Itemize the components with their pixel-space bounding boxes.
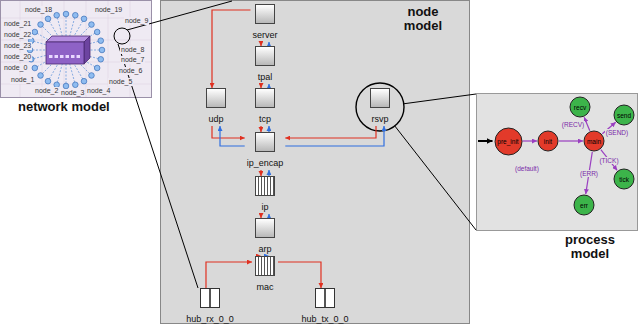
station-name: node_18 (24, 6, 53, 14)
module-name: server (252, 30, 277, 41)
module-icon (255, 46, 275, 66)
model-panel: pre_init init main recv send tick err process m… (476, 93, 638, 261)
station-name: node_23 (3, 42, 32, 50)
module-box: tpal (252, 46, 278, 84)
module-name: arp (258, 244, 271, 255)
stream-line (278, 262, 321, 288)
station-name: node_0 (3, 64, 28, 72)
module-name: hub_rx_0_0 (186, 314, 234, 324)
station-name: node_8 (120, 46, 145, 54)
transition-label: (default) (514, 165, 540, 172)
state-name: err (580, 202, 588, 209)
state-name: recv (574, 104, 586, 111)
module-box: ip_encap (245, 132, 286, 170)
station-name: node_2 (34, 87, 59, 95)
module-box: ip (252, 176, 278, 214)
network-stations (27, 11, 105, 89)
transition-label: (ERR) (579, 170, 599, 177)
station-name: node_19 (94, 6, 123, 14)
module-icon (255, 218, 275, 238)
model-panel: node model server tpal udp tcp rsvp ip_encapip… (160, 0, 470, 324)
transition-label: (SEND) (605, 129, 629, 136)
state-circle: tick (613, 168, 635, 190)
panel-ground (1, 1, 152, 98)
module-name: tcp (259, 114, 271, 125)
module-icon (255, 88, 275, 108)
station-name: node_21 (3, 20, 32, 28)
map-grid (1, 1, 151, 97)
module-name: rsvp (371, 114, 388, 125)
module-icon (200, 288, 220, 308)
state-circle: send (613, 104, 635, 126)
module-icon (255, 176, 275, 196)
zoom-callout (114, 1, 476, 288)
panel-ground (477, 94, 638, 231)
stream-line (285, 126, 384, 146)
module-box: hub_rx_0_0 (184, 288, 236, 324)
station-name: node_5 (108, 78, 133, 86)
state-name: main (587, 138, 601, 145)
station-name: node_7 (120, 56, 145, 64)
hub-icon (46, 36, 90, 64)
state-name: tick (619, 176, 629, 183)
panel-title: node model (388, 5, 458, 33)
station-name: node_9 (124, 17, 149, 25)
stream-line (212, 126, 245, 138)
state-circle: pre_init (494, 127, 523, 156)
module-name: ip (261, 202, 268, 213)
station-name: node_6 (118, 67, 143, 75)
station-name: node_3 (60, 89, 85, 97)
module-box: udp (203, 88, 229, 126)
stream-line (285, 126, 376, 138)
module-box: mac (252, 256, 278, 294)
state-circle: recv (569, 96, 591, 118)
transition-arrow (523, 140, 538, 141)
station-name: node_1 (10, 76, 35, 84)
state-circle: main (583, 130, 605, 152)
module-box: arp (252, 218, 278, 256)
module-box: hub_tx_0_0 (299, 288, 350, 324)
transition-label: (TICK) (598, 157, 619, 164)
state-name: pre_init (497, 138, 518, 145)
panel-frame: node model server tpal udp tcp rsvp ip_encapip… (160, 0, 470, 324)
station-name: node_22 (3, 31, 32, 39)
transition-arrow (559, 140, 583, 141)
module-name: udp (208, 114, 223, 125)
state-circle: err (573, 194, 595, 216)
station-name: node_20 (3, 53, 32, 61)
state-name: init (544, 138, 552, 145)
module-icon (370, 88, 390, 108)
module-name: mac (256, 282, 273, 293)
panel-title: network model (18, 100, 152, 114)
module-icon (206, 88, 226, 108)
transition-label: (RECV) (561, 121, 585, 128)
module-box: server (250, 4, 279, 42)
module-icon (255, 132, 275, 152)
module-name: hub_tx_0_0 (301, 314, 348, 324)
state-name: send (617, 112, 631, 119)
module-box: tcp (252, 88, 278, 126)
module-icon (255, 4, 275, 24)
station-name: node_4 (86, 87, 111, 95)
state-circle: init (537, 130, 559, 152)
module-icon (315, 288, 335, 308)
module-name: ip_encap (247, 158, 284, 169)
panel-title: process model (550, 233, 630, 261)
stream-line (212, 10, 250, 88)
stream-line (220, 126, 245, 146)
module-name: tpal (258, 72, 273, 83)
stream-line (206, 262, 252, 288)
module-icon (255, 256, 275, 276)
module-box: rsvp (367, 88, 393, 126)
entry-arrow (478, 140, 493, 142)
